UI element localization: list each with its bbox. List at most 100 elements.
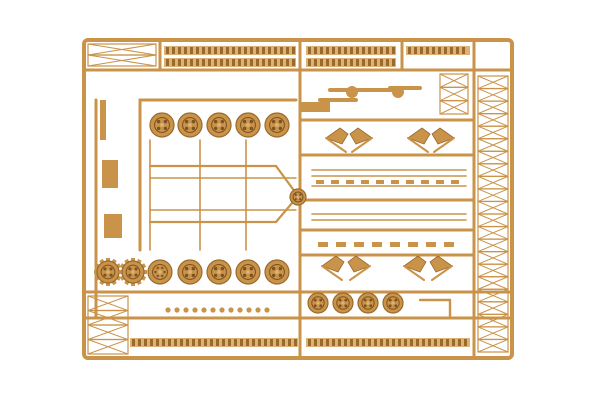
track-link — [292, 47, 295, 54]
small-link-part — [318, 242, 328, 247]
lattice-brace — [477, 88, 509, 102]
wheel-hole — [338, 298, 342, 302]
left-bracket — [100, 100, 106, 140]
wheel-hole — [103, 273, 107, 277]
track-link — [238, 59, 241, 66]
wheel-hole — [156, 266, 159, 270]
track-link — [210, 339, 213, 346]
track-link — [186, 339, 189, 346]
small-link-part — [391, 180, 399, 184]
track-link — [326, 339, 329, 346]
wheel-rim — [152, 264, 168, 280]
track-link — [262, 47, 265, 54]
wheel-hole — [344, 304, 348, 308]
track-link — [414, 47, 417, 54]
track-link — [172, 47, 175, 54]
track-link — [244, 59, 247, 66]
wheel-rim — [125, 264, 141, 280]
wheel-rim — [100, 264, 116, 280]
track-link — [428, 339, 431, 346]
wheel-rim — [154, 117, 170, 133]
track-link — [144, 339, 147, 346]
track-link — [162, 339, 165, 346]
track-link — [344, 339, 347, 346]
small-link-part — [406, 180, 414, 184]
track-links — [130, 46, 470, 347]
wheel-hole — [338, 304, 342, 308]
wheel-hub — [341, 301, 345, 305]
small-link-part — [436, 180, 444, 184]
track-link — [156, 339, 159, 346]
bolt-part — [219, 307, 225, 313]
track-link — [244, 47, 247, 54]
track-link — [438, 47, 441, 54]
track-link — [222, 339, 225, 346]
track-link — [386, 47, 389, 54]
track-link — [220, 59, 223, 66]
wheel-hub — [160, 123, 164, 127]
lattice-brace — [477, 338, 509, 353]
track-link — [432, 47, 435, 54]
track-link — [216, 339, 219, 346]
small-link-part — [451, 180, 459, 184]
track-link — [262, 59, 265, 66]
track-link — [246, 339, 249, 346]
wheel-hole — [319, 304, 323, 308]
track-link — [326, 59, 329, 66]
wheel-hole — [128, 267, 132, 271]
wheel-hole — [134, 273, 138, 277]
arm-rod — [431, 265, 453, 281]
track-link — [416, 339, 419, 346]
track-link — [320, 339, 323, 346]
track-link — [190, 47, 193, 54]
wheel-rim — [269, 117, 285, 133]
wheel-rim — [269, 264, 285, 280]
small-link-part — [408, 242, 418, 247]
track-link — [422, 339, 425, 346]
lattice-brace — [87, 339, 129, 355]
arm-rod — [325, 137, 347, 153]
wheel-rim — [240, 264, 256, 280]
wheel-rim — [336, 296, 350, 310]
wheel-hole — [161, 274, 164, 278]
sprocket-tooth — [119, 270, 123, 274]
track-link — [204, 339, 207, 346]
wheel-rim — [311, 296, 325, 310]
small-link-part — [346, 180, 354, 184]
arm-rod — [407, 137, 429, 153]
lattice-brace — [477, 263, 509, 278]
wheel-hole — [213, 119, 218, 124]
track-link — [252, 339, 255, 346]
wheel-hole — [299, 198, 302, 201]
wheel-hole — [278, 126, 283, 131]
bolt-part — [183, 307, 189, 313]
wheel-hole — [278, 266, 283, 271]
track-link — [308, 59, 311, 66]
track-link — [392, 59, 395, 66]
track-link — [344, 59, 347, 66]
track-link — [226, 59, 229, 66]
wheel-rim — [211, 117, 227, 133]
track-link — [208, 59, 211, 66]
wheel-hub — [246, 123, 250, 127]
arm-rod — [349, 265, 371, 281]
track-link — [276, 339, 279, 346]
lattice-brace — [477, 188, 509, 202]
wheel-hole — [278, 273, 283, 278]
track-link — [398, 339, 401, 346]
track-link — [220, 47, 223, 54]
track-link — [308, 339, 311, 346]
track-link — [238, 47, 241, 54]
wheel-hole — [213, 273, 218, 278]
track-link — [198, 339, 201, 346]
lattice-brace — [477, 125, 509, 140]
track-link — [458, 339, 461, 346]
track-link — [150, 339, 153, 346]
track-link — [202, 59, 205, 66]
sprue-runners — [82, 38, 514, 360]
wheel-hole — [369, 304, 373, 308]
track-link — [208, 47, 211, 54]
track-link — [356, 59, 359, 66]
small-link-part — [444, 242, 454, 247]
